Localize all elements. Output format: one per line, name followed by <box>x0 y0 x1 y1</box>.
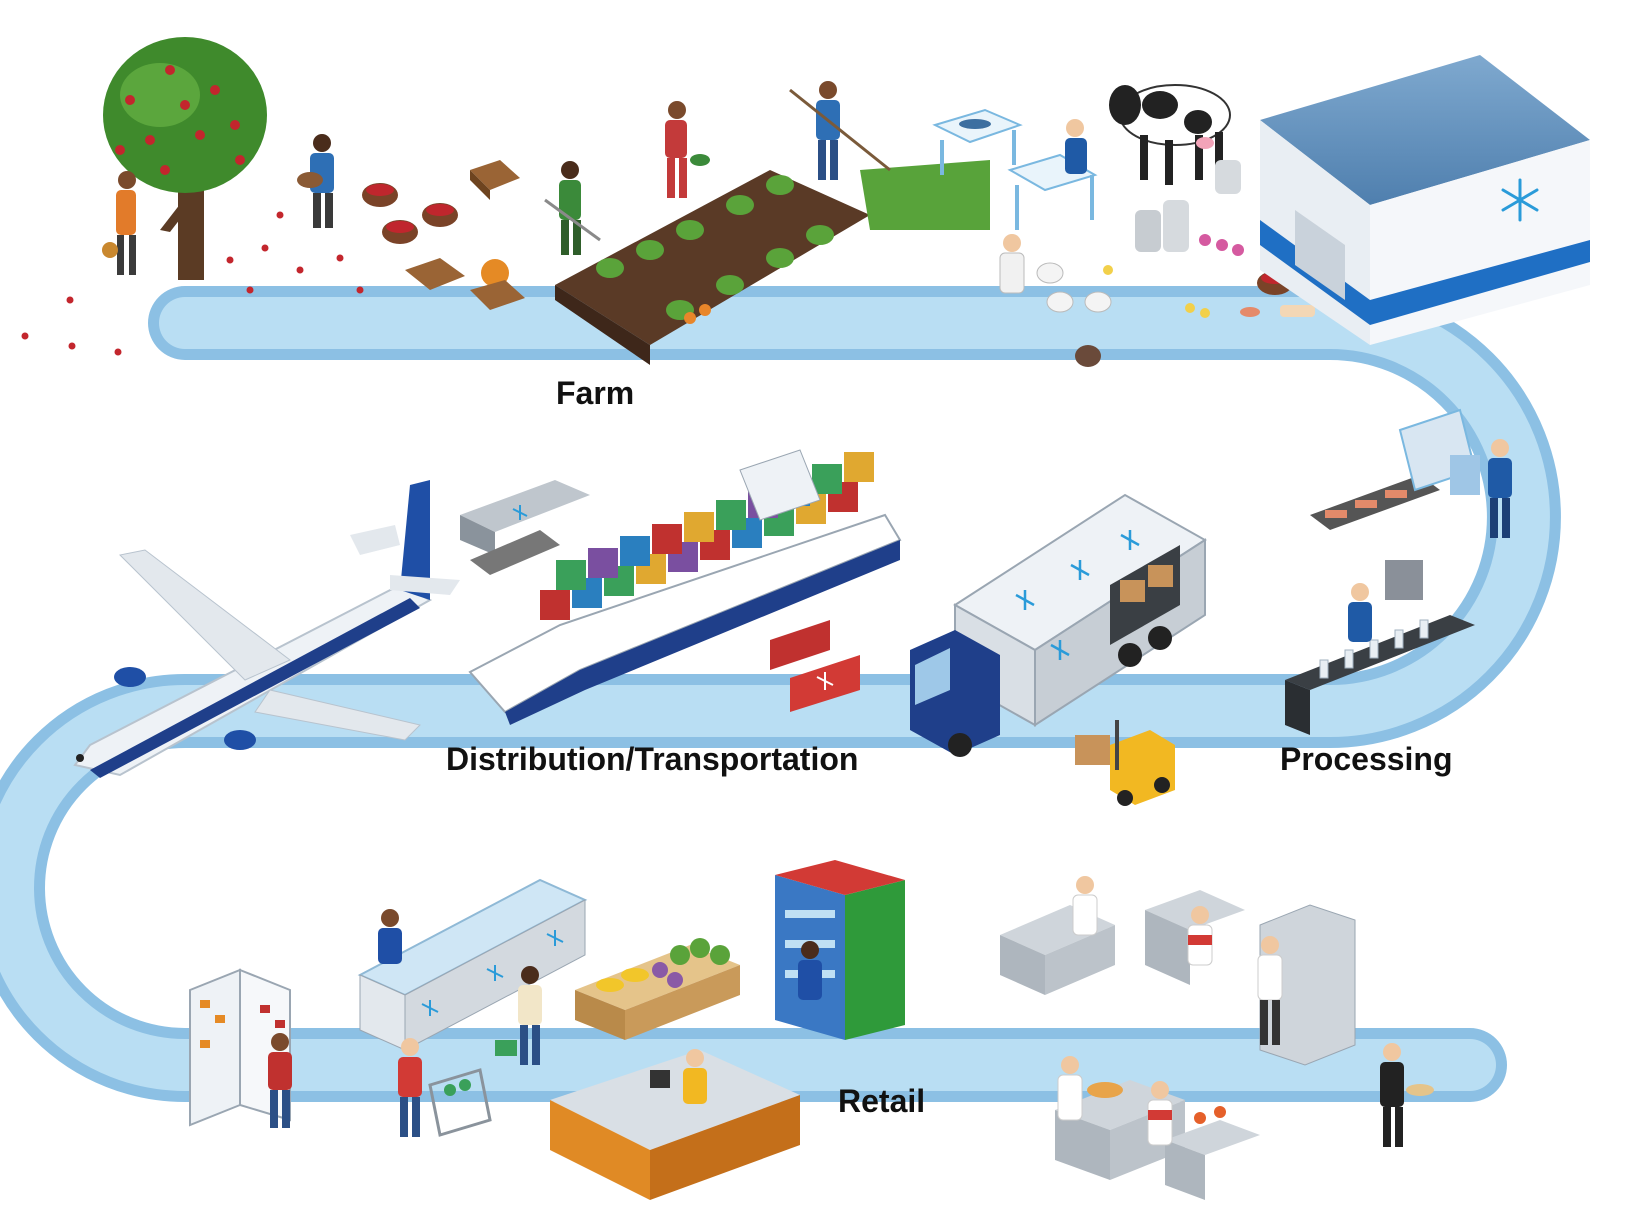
fish-table-icon <box>932 108 1098 230</box>
snowflake-icon <box>512 505 528 520</box>
beverage-cooler-icon <box>775 860 905 1040</box>
apple-tree-icon <box>103 37 267 280</box>
snowflake-icon <box>1501 178 1539 222</box>
cold-storage-warehouse-icon <box>1260 55 1590 345</box>
farmer-icon <box>665 101 710 198</box>
shopper-icon <box>495 966 542 1065</box>
stage-label-distribution: Distribution/Transportation <box>446 741 859 777</box>
farmer-icon <box>297 134 334 228</box>
stage-label-processing: Processing <box>1280 741 1453 777</box>
refrigerated-truck-icon <box>910 493 1207 757</box>
restaurant-kitchen-icon <box>1000 876 1356 1200</box>
bottling-line-icon <box>1285 560 1475 735</box>
snowflake-icon <box>816 672 834 690</box>
waiter-icon <box>1380 1043 1434 1147</box>
reefer-container-icon <box>770 620 860 712</box>
cow-icon <box>1109 84 1231 185</box>
freezer-display-icon <box>357 878 588 1051</box>
refrigerator-icon <box>189 968 292 1128</box>
shopper-icon <box>398 1038 492 1137</box>
forklift-icon <box>1075 720 1175 806</box>
farmer-icon <box>789 81 891 180</box>
snowflake-icon <box>1015 530 1140 660</box>
farmer-icon <box>102 171 136 275</box>
airplane-icon <box>73 480 460 778</box>
scattered-berries <box>21 211 364 356</box>
stage-label-farm: Farm <box>556 375 635 411</box>
chicken-icon <box>999 234 1210 367</box>
farmer-icon <box>544 161 601 255</box>
crate-icon <box>362 160 525 310</box>
cargo-ship-icon <box>468 449 902 725</box>
snowflake-icon <box>421 930 564 1016</box>
stage-label-retail: Retail <box>838 1083 926 1119</box>
produce-stand-icon <box>575 938 740 1040</box>
checkout-counter-icon <box>550 1049 800 1200</box>
cold-chain-path-highlight <box>0 297 1550 1091</box>
conveyor-machine-icon <box>1310 408 1512 538</box>
field-icon <box>555 160 990 365</box>
cooling-unit-icon <box>460 480 590 575</box>
milk-can-icon <box>1135 160 1244 256</box>
